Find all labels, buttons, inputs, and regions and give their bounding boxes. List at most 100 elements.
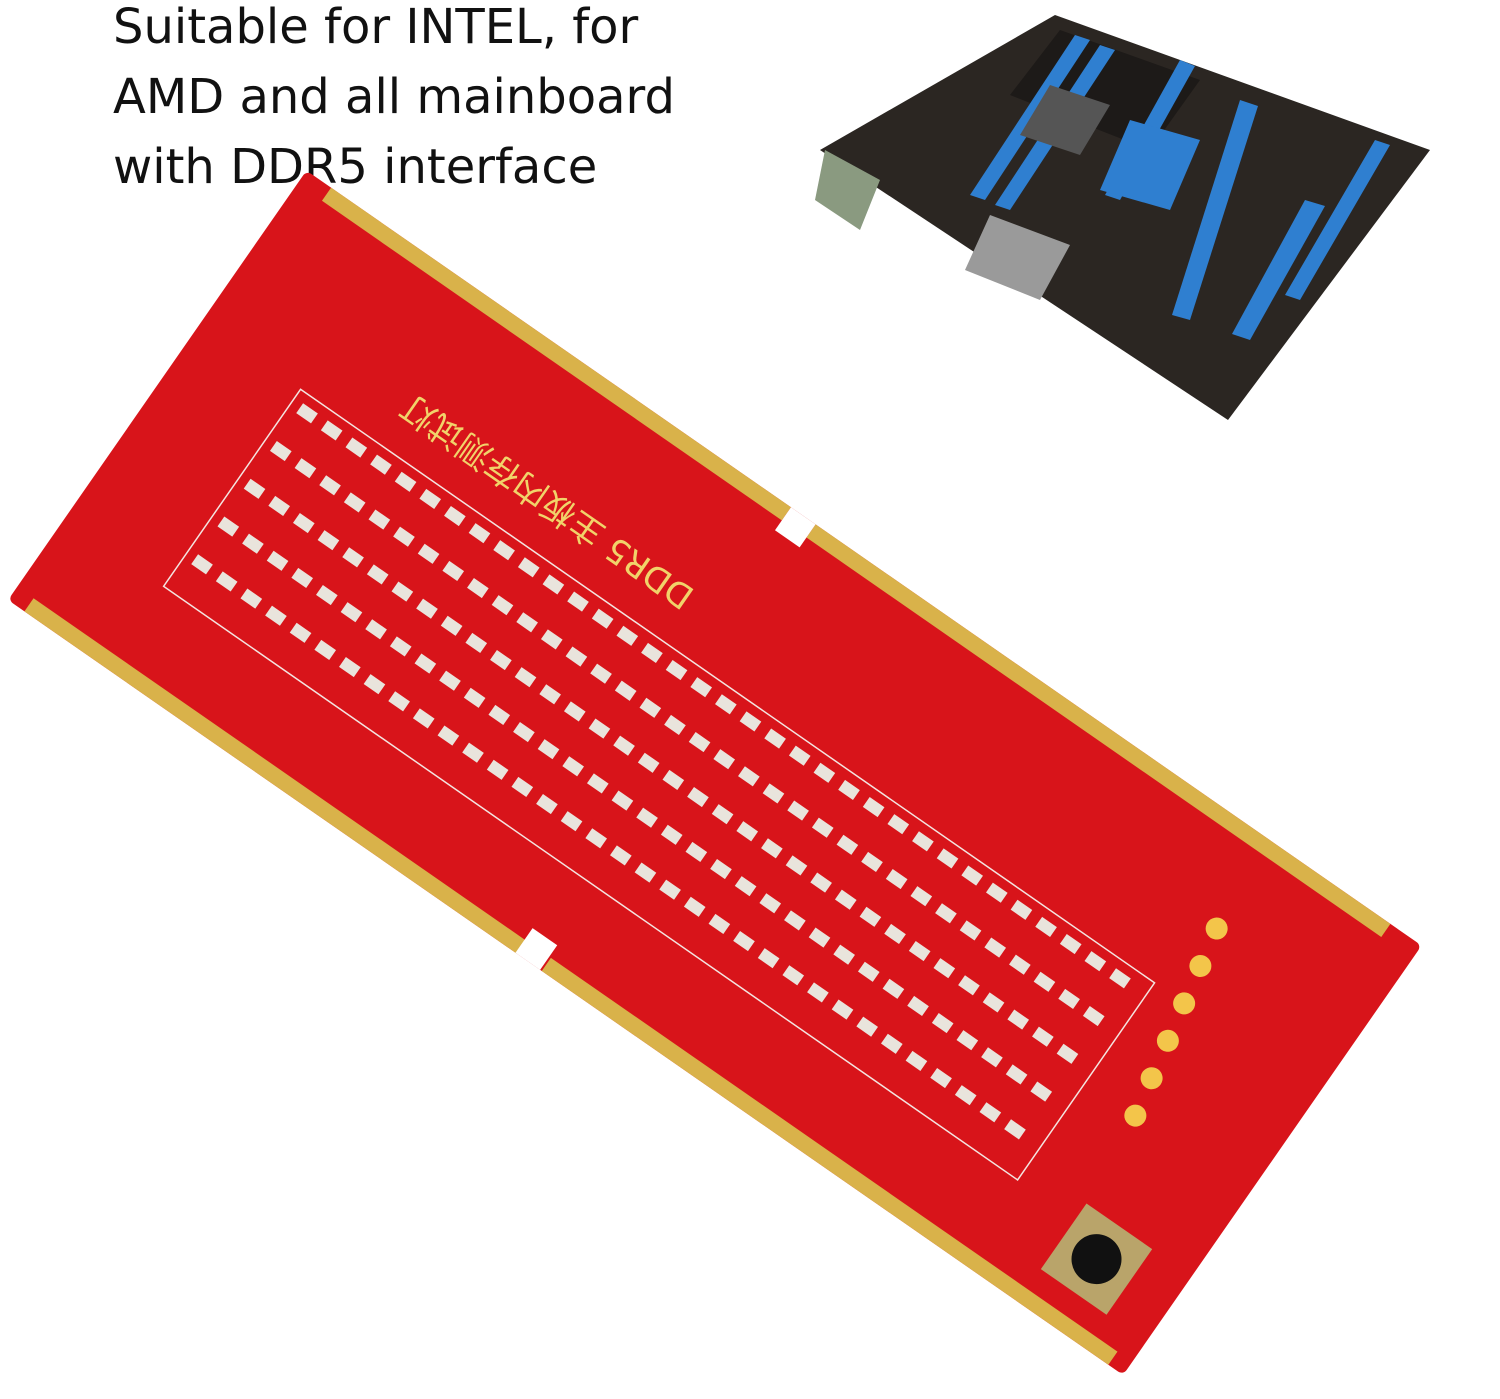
led (394, 471, 417, 492)
caption-line: Suitable for INTEL, for (113, 0, 639, 55)
led (831, 999, 854, 1020)
led (862, 797, 885, 818)
led (591, 608, 614, 629)
led (340, 602, 363, 623)
led (289, 622, 312, 643)
led (785, 855, 808, 876)
led (488, 704, 511, 725)
led (690, 677, 713, 698)
led (614, 680, 637, 701)
led (314, 639, 337, 661)
led-area-outline (162, 388, 1156, 1181)
led (884, 923, 906, 945)
led (586, 773, 609, 794)
led (1009, 954, 1031, 975)
led (345, 437, 368, 458)
led (292, 513, 315, 534)
status-led (1173, 992, 1196, 1015)
led (736, 821, 759, 842)
led (463, 687, 486, 708)
status-led (1140, 1067, 1163, 1090)
led (462, 742, 484, 763)
led (637, 752, 660, 773)
led (1005, 1064, 1028, 1085)
led (662, 769, 685, 790)
led (833, 944, 855, 965)
led (368, 509, 391, 530)
led (954, 1085, 977, 1106)
led (517, 557, 540, 578)
led (711, 804, 734, 825)
led (1058, 988, 1080, 1009)
led (660, 824, 683, 845)
led (734, 876, 757, 897)
led (516, 612, 538, 633)
led (366, 564, 389, 585)
led (885, 869, 908, 890)
led (1035, 916, 1057, 937)
key-notch (774, 507, 816, 548)
led (242, 533, 264, 554)
ddr5-test-card: DDR5 主板内存测试灯 (10, 172, 1420, 1373)
led (887, 814, 910, 835)
led (391, 581, 414, 602)
led (1082, 1005, 1105, 1027)
led (857, 961, 880, 982)
led (910, 886, 933, 907)
led (905, 1050, 928, 1071)
led (861, 851, 883, 873)
led (958, 975, 980, 996)
reset-button[interactable] (1040, 1203, 1153, 1315)
caption-line: AMD and all mainboard (113, 69, 675, 125)
led (859, 906, 882, 927)
led (243, 478, 266, 499)
led (616, 625, 639, 646)
gold-fingers (321, 187, 791, 521)
led (613, 735, 635, 756)
led (880, 1033, 903, 1054)
led (365, 619, 387, 640)
led (444, 505, 466, 527)
led (788, 745, 811, 766)
led (659, 879, 681, 900)
led (685, 841, 708, 862)
led (467, 577, 489, 599)
led (807, 982, 829, 1003)
led (1084, 951, 1107, 972)
led (610, 845, 632, 866)
led (639, 697, 662, 718)
led (265, 605, 287, 626)
led (562, 756, 584, 777)
led (715, 694, 737, 715)
led (339, 657, 361, 678)
led (979, 1102, 1002, 1123)
led (838, 779, 860, 801)
led (907, 995, 929, 1017)
led (419, 488, 442, 509)
led (738, 766, 760, 787)
led (320, 420, 343, 441)
led (319, 475, 341, 496)
led (782, 965, 805, 986)
led (440, 615, 463, 636)
led (762, 783, 785, 804)
led (536, 794, 558, 815)
product-caption: Suitable for INTEL, for AMD and all main… (113, 0, 675, 202)
led (713, 749, 736, 770)
led (739, 711, 762, 732)
led (343, 492, 366, 513)
motherboard-image (815, 15, 1430, 420)
led (687, 786, 709, 808)
status-led (1189, 954, 1212, 977)
gold-fingers (541, 957, 1118, 1365)
led (641, 642, 663, 664)
led (1032, 1026, 1054, 1047)
led (931, 1013, 954, 1034)
led (215, 571, 238, 592)
status-led (1205, 917, 1228, 940)
led (542, 574, 565, 595)
led (414, 653, 437, 674)
status-led (1124, 1104, 1147, 1127)
led (664, 714, 686, 736)
led (688, 732, 711, 753)
